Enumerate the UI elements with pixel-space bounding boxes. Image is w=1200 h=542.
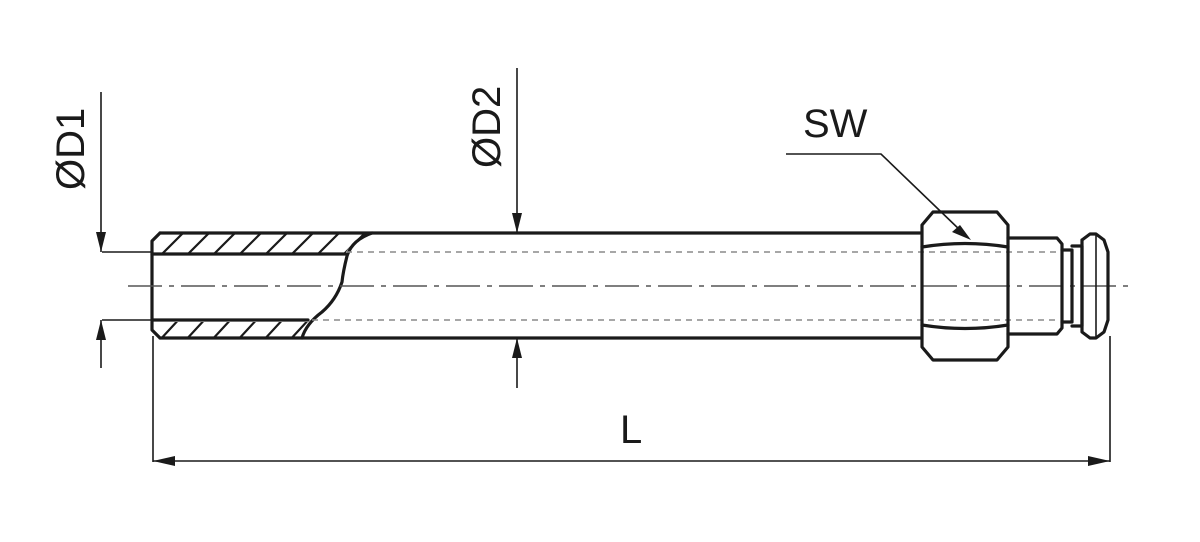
label-d2: ØD2 xyxy=(465,86,509,168)
section-hatching xyxy=(160,233,372,338)
hex-nut xyxy=(920,210,1010,362)
label-sw: SW xyxy=(803,102,868,146)
label-d1: ØD1 xyxy=(49,108,93,190)
plug-nipple xyxy=(1006,232,1110,340)
hidden-bore-lines xyxy=(312,251,1060,321)
label-length: L xyxy=(620,408,642,452)
sw-leader xyxy=(786,153,971,240)
dimension-d1 xyxy=(96,92,152,368)
dimension-d2 xyxy=(512,68,522,388)
dimension-length xyxy=(152,336,1111,466)
